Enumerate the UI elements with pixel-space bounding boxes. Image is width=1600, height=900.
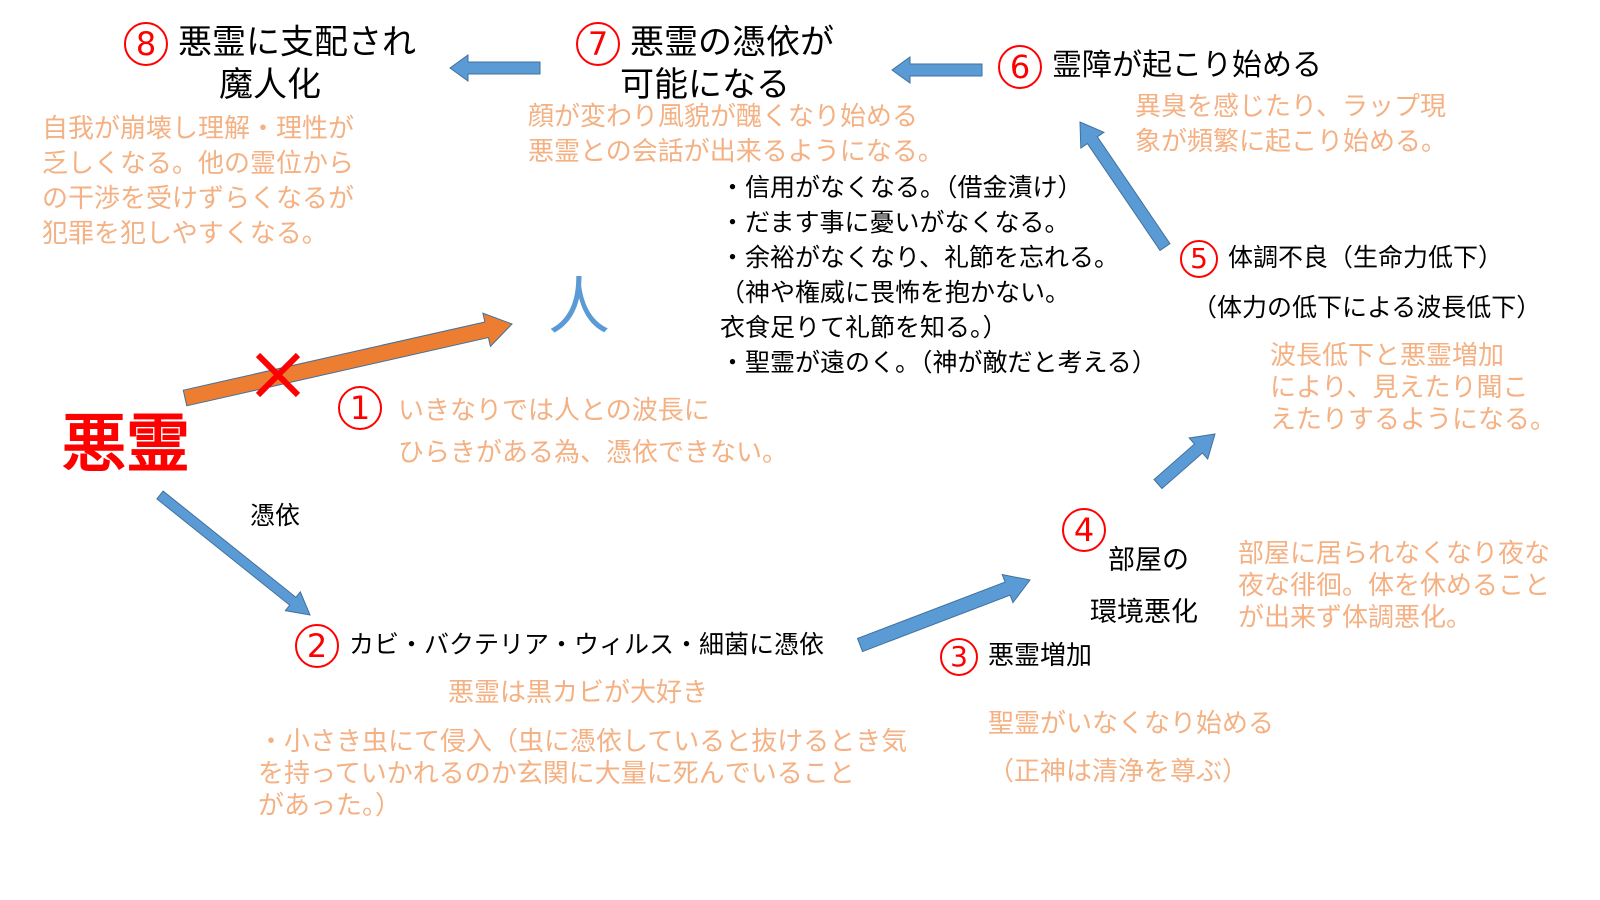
blocked-x-icon: [255, 352, 301, 398]
step-7-number: 7: [576, 22, 620, 66]
step-2-extra: ・小さき虫にて侵入（虫に憑依していると抜けるとき気を持っていかれるのか玄関に大量…: [258, 727, 908, 821]
arrow-4-to-5: [1153, 433, 1216, 490]
arrow-spirit-to-person: [182, 312, 513, 407]
arrow-3-to-4: [856, 573, 1031, 653]
arrow-6-to-7: [891, 56, 983, 84]
step-2-notes: 悪霊は黒カビが大好き: [448, 678, 709, 708]
step-2-number: 2: [295, 624, 339, 668]
step-6-number: 6: [998, 44, 1042, 89]
step-8-number: 8: [124, 22, 168, 66]
step-5-subtitle: （体力の低下による波長低下）: [1192, 293, 1542, 322]
step-4-number: 4: [1062, 508, 1106, 552]
step-1-notes: いきなりでは人との波長にひらきがある為、憑依できない。: [398, 396, 789, 468]
arrow-5-to-6: [1079, 121, 1171, 252]
step-6-notes: 異臭を感じたり、ラップ現象が頻繁に起こり始める。: [1135, 92, 1448, 157]
step-1-number-wrap: 1: [338, 386, 392, 430]
possess-label: 憑依: [250, 501, 301, 530]
step-3-number: 3: [940, 637, 978, 676]
step-5-notes: 波長低下と悪霊増加により、見えたり聞こえたりするようになる。: [1270, 341, 1557, 435]
step-4-title: 部屋の環境悪化: [1090, 545, 1198, 628]
step-4-notes: 部屋に居られなくなり夜な夜な徘徊。体を休めることが出来ず体調悪化。: [1238, 539, 1551, 633]
step-8-notes: 自我が崩壊し理解・理性が乏しくなる。他の霊位から の干渉を受けずらくなるが犯罪を…: [42, 114, 355, 249]
arrow-7-to-8: [449, 54, 541, 82]
step-1-number: 1: [338, 386, 382, 430]
evil-spirit-label: 悪霊: [62, 408, 190, 482]
step-5-number: 5: [1180, 240, 1218, 278]
arrow-spirit-to-2: [156, 490, 311, 616]
step-4-number-wrap: 4: [1062, 508, 1116, 552]
person-glyph: 人: [548, 270, 611, 343]
step-7-notes: 顔が変わり風貌が醜くなり始める悪霊との会話が出来るようになる。: [528, 102, 944, 167]
step-7-effects: ・信用がなくなる。（借金漬け）・だます事に憂いがなくなる。 ・余裕がなくなり、礼…: [720, 173, 1157, 377]
step-3-notes: 聖霊がいなくなり始める（正神は清浄を尊ぶ）: [988, 709, 1275, 787]
